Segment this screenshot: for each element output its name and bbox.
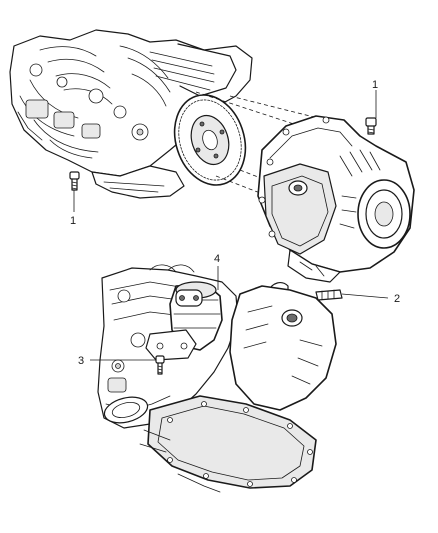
- transaxle-lower: [103, 282, 343, 493]
- starter-motor: [145, 281, 223, 361]
- bolt-upper-right: [365, 117, 377, 135]
- engine-block-upper: [9, 29, 253, 199]
- bolt-upper-left: [69, 171, 80, 191]
- callout-1-lower: 1: [70, 215, 76, 227]
- callout-2: 2: [394, 293, 400, 305]
- callout-4: 4: [214, 253, 220, 265]
- transaxle: [257, 115, 415, 283]
- flexplate: [173, 94, 247, 186]
- callout-1-upper: 1: [372, 79, 378, 91]
- callout-3: 3: [78, 355, 84, 367]
- bolt-lower: [155, 355, 165, 375]
- callout-leaders: [73, 90, 389, 361]
